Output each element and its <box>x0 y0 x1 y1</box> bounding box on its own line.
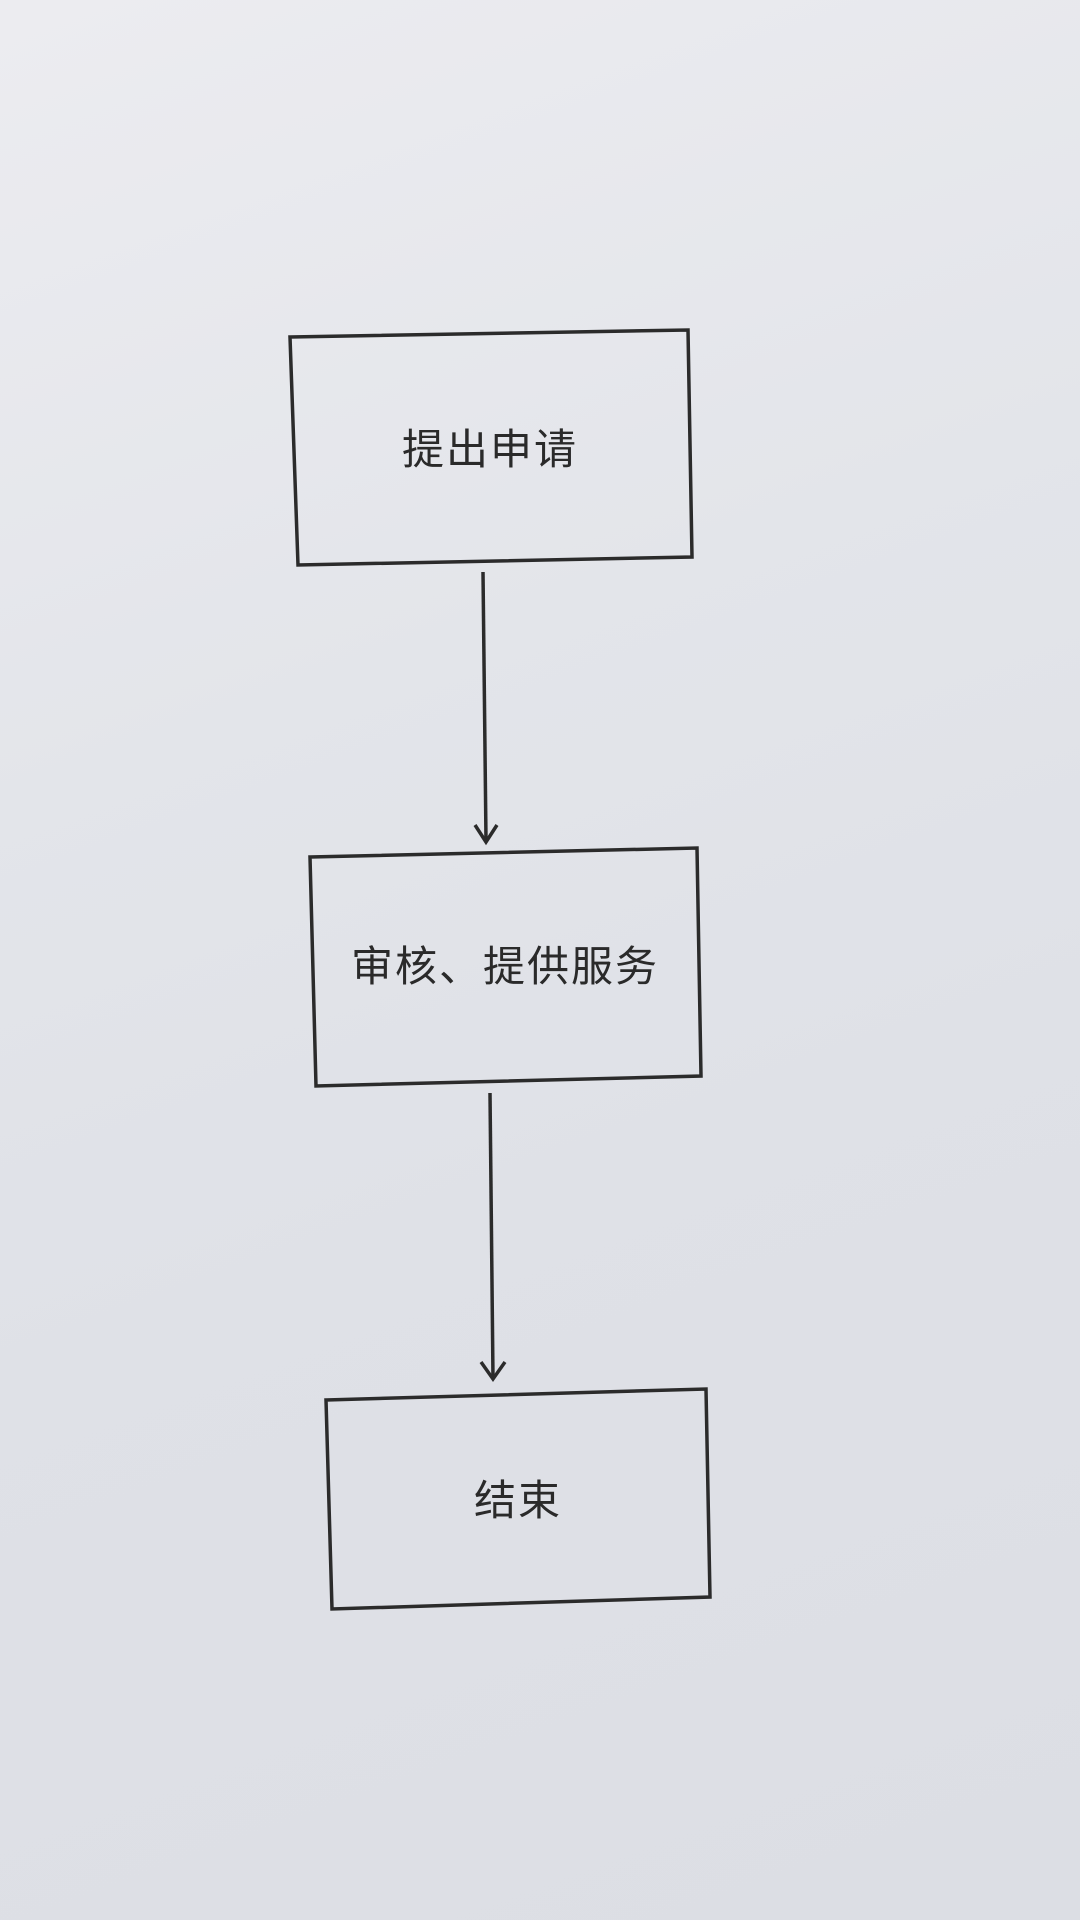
arrowhead-1 <box>473 824 499 846</box>
node-box-review <box>308 846 703 1088</box>
node-box-end <box>324 1387 712 1611</box>
arrowhead-2 <box>479 1360 507 1383</box>
node-label-submit: 提出申请 <box>401 425 578 474</box>
node-box-submit <box>288 328 694 567</box>
node-label-review: 审核、提供服务 <box>350 942 659 991</box>
edge-line-1 <box>481 571 488 841</box>
edge-line-2 <box>488 1092 495 1379</box>
node-label-end: 结束 <box>473 1476 562 1525</box>
